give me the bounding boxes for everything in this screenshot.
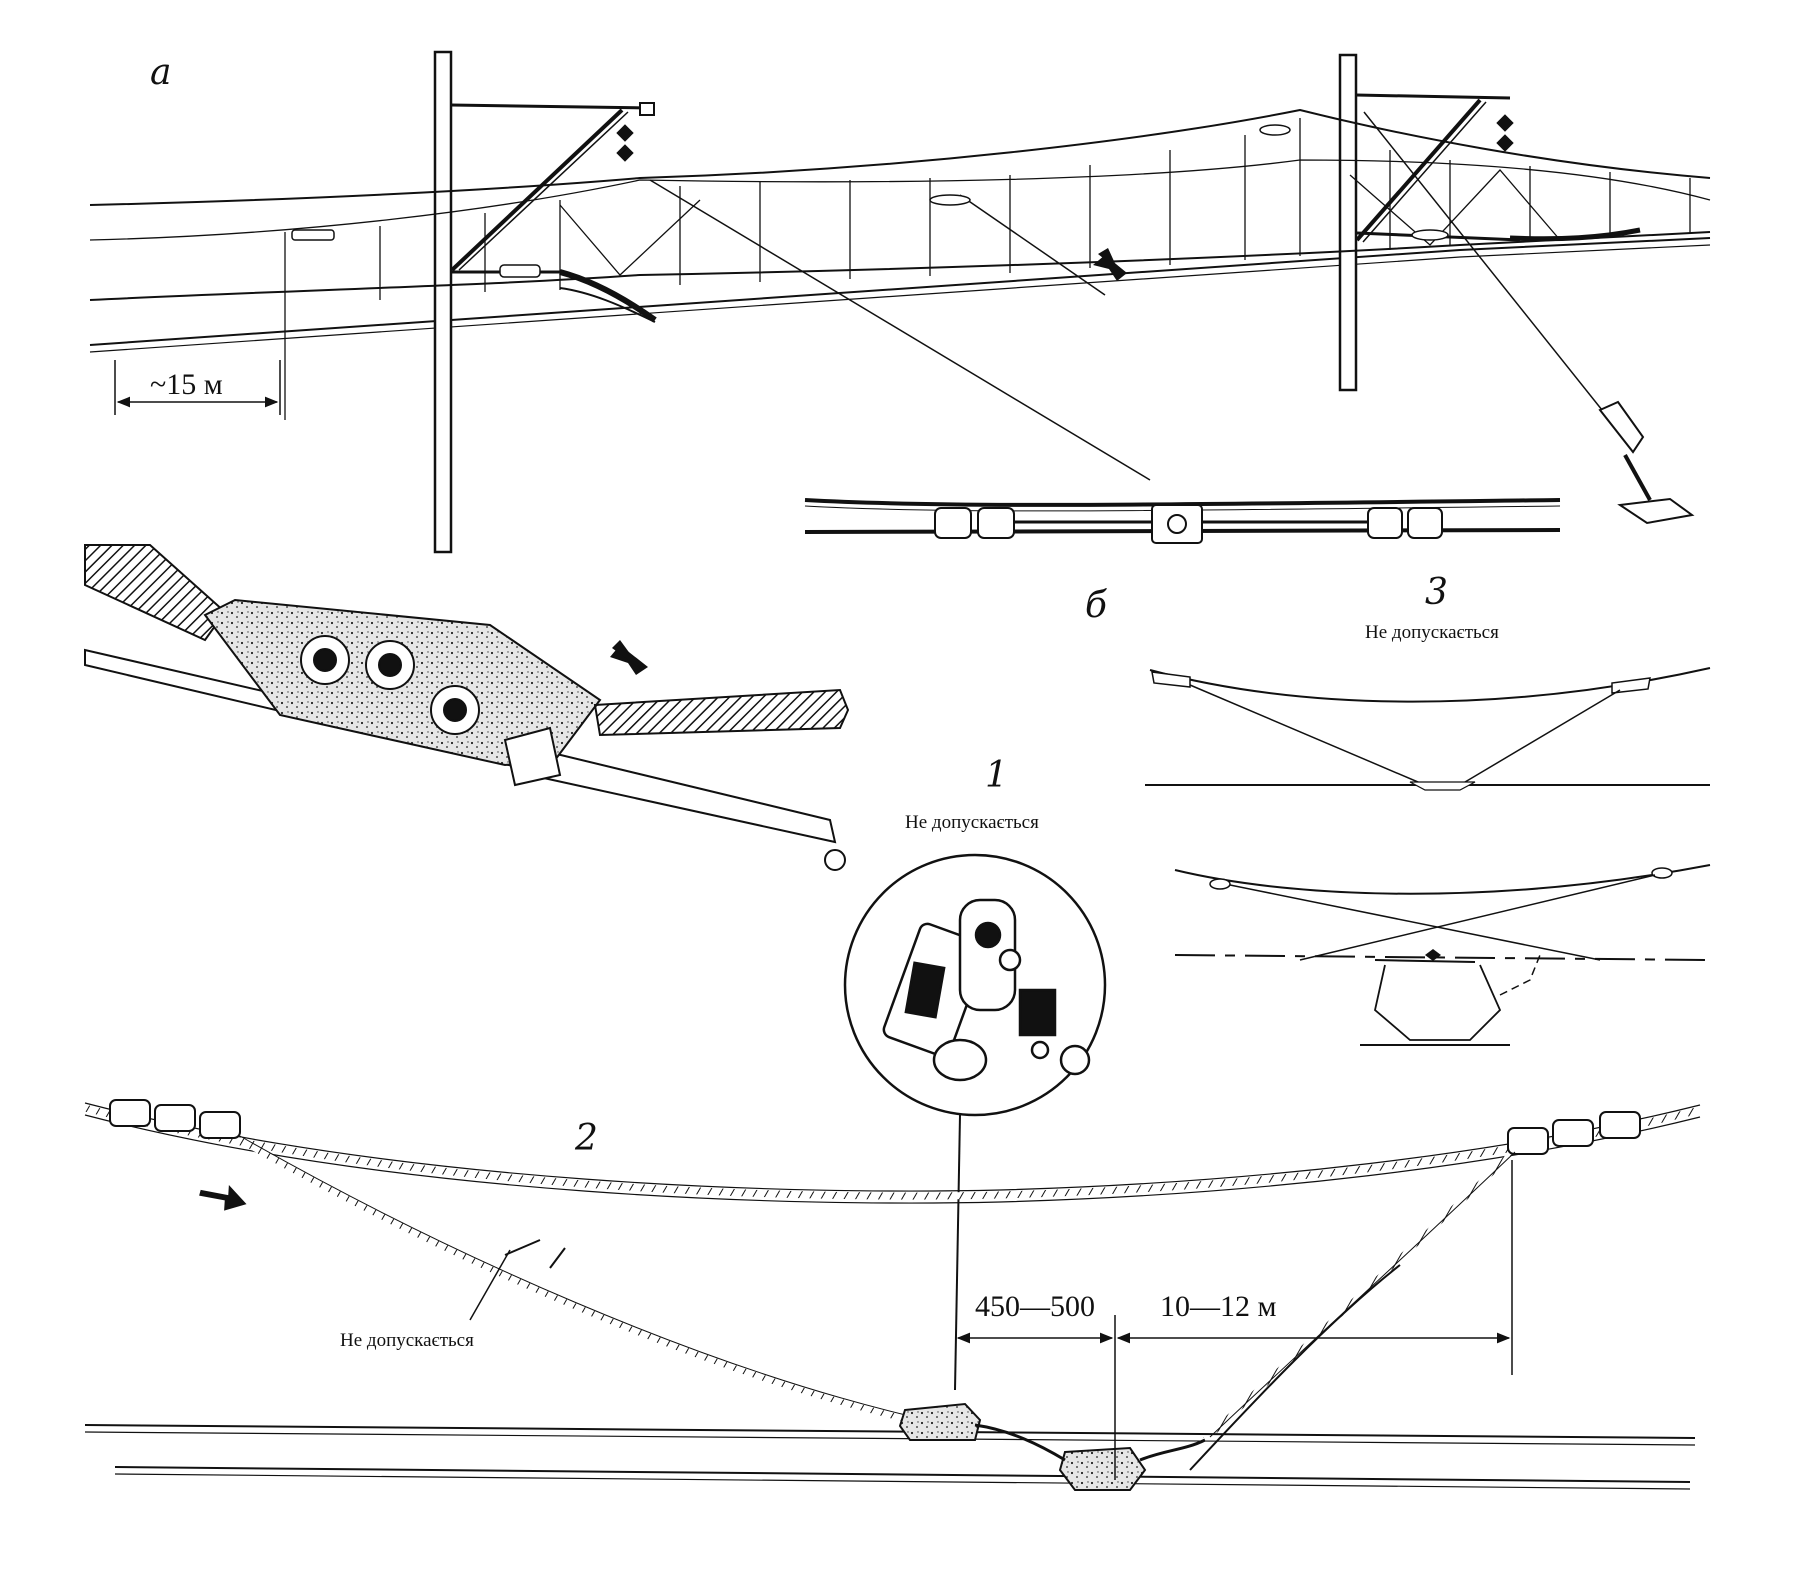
dimension-15m: ~15 м — [150, 368, 223, 401]
label-b: б — [1085, 585, 1107, 626]
panel-a-catenary — [89, 50, 1711, 554]
fig3-sketches — [1145, 667, 1711, 1046]
not-allowed-label-3: Не допускається — [1365, 622, 1499, 643]
label-a: а — [150, 52, 172, 93]
dimension-450-500: 450—500 — [975, 1290, 1095, 1323]
messenger-wire — [89, 108, 1711, 206]
rail-line — [89, 237, 1711, 346]
label-1: 1 — [985, 755, 1008, 796]
not-allowed-label-1: Не допускається — [905, 812, 1039, 833]
fig2-catenary — [84, 1099, 1701, 1491]
pole-right — [1338, 53, 1695, 525]
not-allowed-label-2: Не допускається — [340, 1330, 474, 1351]
contact-wire — [89, 231, 1711, 301]
dimension-10-12m: 10—12 м — [1160, 1290, 1277, 1323]
label-2: 2 — [575, 1118, 598, 1159]
splice-detail — [804, 498, 1561, 544]
messenger-rope — [84, 1104, 1701, 1200]
label-3: 3 — [1425, 572, 1448, 613]
circle-detail — [843, 853, 1107, 1391]
pole-left — [433, 50, 657, 554]
large-clamp-detail — [84, 544, 850, 871]
contact-wire-lower — [114, 1466, 1691, 1483]
contact-wire-upper — [84, 1424, 1696, 1439]
